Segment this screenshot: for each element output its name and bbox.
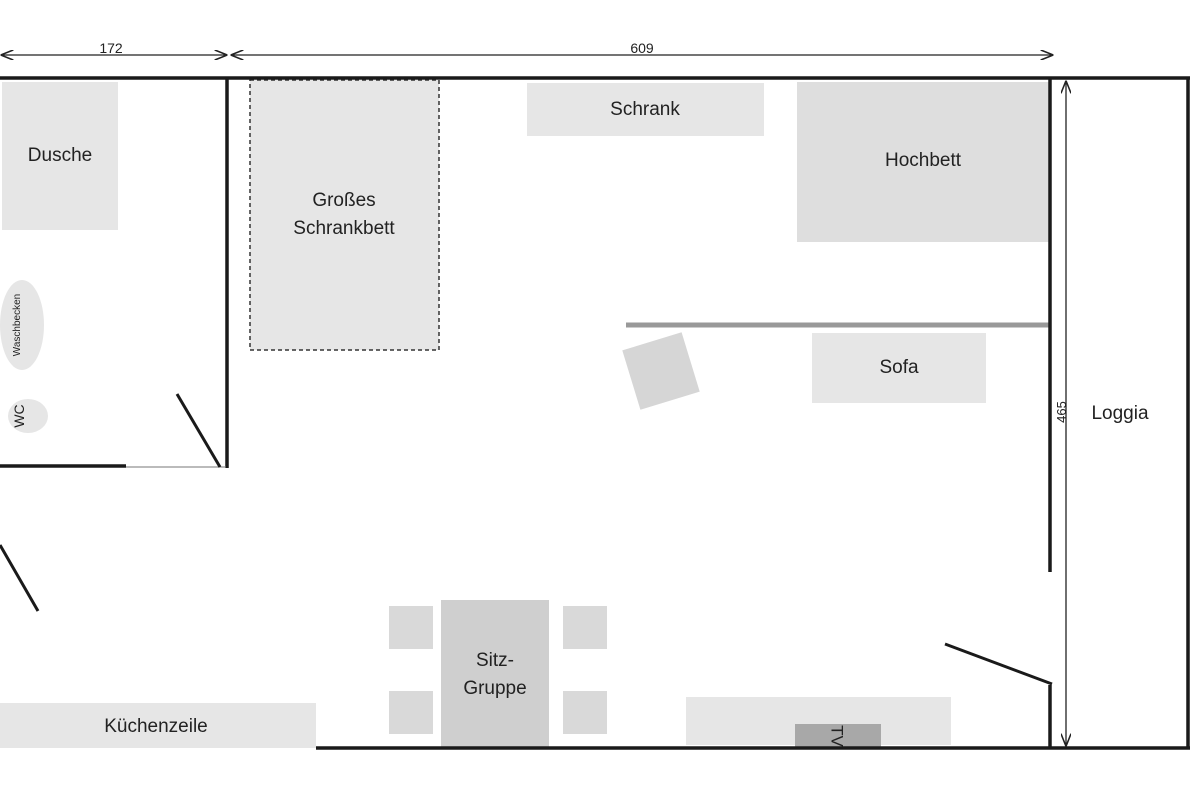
shower-label: Dusche: [28, 145, 92, 166]
chair: [563, 606, 607, 649]
armchair: [622, 332, 700, 410]
bathroom-door: [175, 393, 222, 468]
dimension-room-depth: 465: [1054, 82, 1069, 745]
sofa-label: Sofa: [879, 357, 919, 378]
washbasin-label: Waschbecken: [12, 294, 23, 356]
chair: [389, 606, 433, 649]
dining-set: Sitz- Gruppe: [389, 600, 607, 748]
dining-table: [441, 600, 549, 748]
folding-bed: [249, 79, 440, 351]
loggia-label: Loggia: [1091, 403, 1148, 424]
dimension-bath-width: 172: [2, 40, 226, 56]
tv-label: TV: [828, 725, 847, 747]
svg-text:609: 609: [630, 40, 654, 56]
shower: [2, 82, 118, 230]
wc-label: WC: [11, 404, 27, 427]
svg-text:465: 465: [1054, 401, 1069, 423]
walls: [0, 76, 1190, 750]
dining-label-2: Gruppe: [463, 678, 526, 699]
chair: [389, 691, 433, 734]
dimension-room-width: 609: [232, 40, 1052, 56]
svg-text:172: 172: [99, 40, 123, 56]
wc: [8, 399, 48, 433]
chair: [563, 691, 607, 734]
kitchenette-label: Küchenzeile: [104, 716, 208, 737]
loft-bed-label: Hochbett: [885, 150, 962, 171]
wardrobe-label: Schrank: [610, 99, 680, 120]
kitchenette: [0, 703, 316, 748]
tv: [795, 724, 881, 747]
sofa: [812, 333, 986, 403]
folding-bed-label-1: Großes: [312, 190, 375, 211]
entrance-door: [0, 544, 40, 612]
wardrobe: [527, 83, 764, 136]
dining-label-1: Sitz-: [476, 650, 514, 671]
washbasin: [0, 280, 44, 370]
folding-bed-label-2: Schrankbett: [293, 218, 395, 239]
loft-bed: [797, 82, 1049, 242]
loggia-door: [944, 642, 1053, 686]
